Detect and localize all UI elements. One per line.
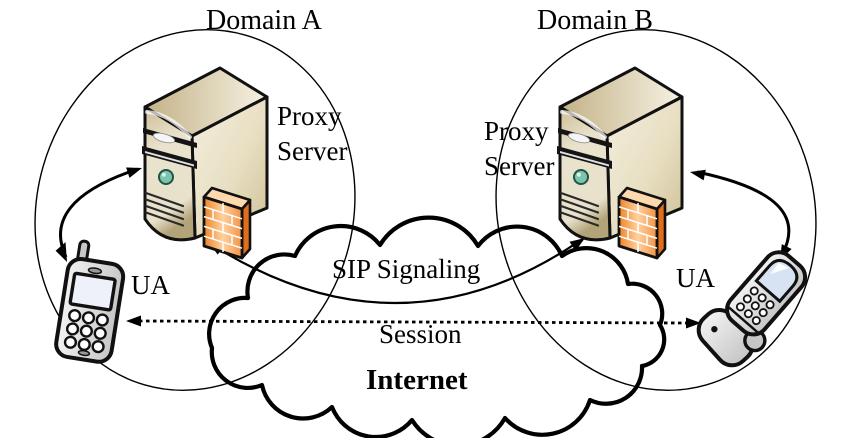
ua-proxy-arrow-b (690, 169, 792, 260)
ua-a-label: UA (131, 270, 170, 300)
session-label: Session (379, 319, 462, 349)
proxy-server-b-label: Proxy Server (484, 116, 555, 181)
arrowhead-right (686, 317, 701, 329)
domain-b-label: Domain B (537, 5, 653, 36)
domain-a-label: Domain A (206, 5, 322, 36)
session-arrow (126, 315, 701, 329)
keypad (63, 309, 109, 354)
mobile-phone-icon (54, 239, 126, 364)
ua-proxy-arrow-a (55, 167, 142, 262)
proxy-server-icon-b (555, 66, 684, 260)
arrowhead-to-ua (55, 242, 67, 262)
ua-b-label: UA (676, 263, 715, 293)
arrowhead-right (569, 238, 585, 251)
keypad (735, 286, 775, 326)
microphone (77, 349, 91, 357)
sip-signaling-label: SIP Signaling (332, 254, 481, 284)
cloud-icon (207, 215, 667, 438)
arrowhead-left (126, 315, 141, 327)
flip-phone-icon (696, 250, 808, 368)
proxy-server-a-label: Proxy Server (277, 101, 348, 166)
phone-screen (754, 258, 799, 304)
hinge (726, 305, 760, 335)
proxy-server-icon-a (140, 66, 269, 260)
phone-screen (68, 271, 117, 312)
arrowhead-to-proxy (690, 169, 706, 181)
speaker (87, 267, 103, 275)
microphone (711, 326, 718, 333)
internet-label: Internet (366, 364, 468, 396)
domain-a-boundary (34, 29, 356, 391)
domain-b-boundary (495, 29, 817, 391)
arrowhead-to-proxy (126, 167, 142, 178)
